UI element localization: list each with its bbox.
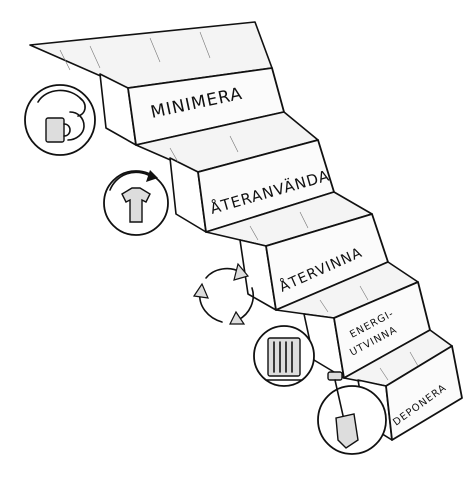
hand-cup-icon <box>24 84 96 156</box>
shovel-icon <box>317 371 387 455</box>
step-atervinna: ÅTERVINNA <box>205 191 389 311</box>
step-minimera: MINIMERA <box>29 21 285 146</box>
step-energiutvinna: ENERGI- UTVINNA <box>275 261 431 379</box>
tshirt-cycle-icon <box>103 170 169 236</box>
recycle-arrows-icon <box>192 262 254 325</box>
radiator-icon <box>253 325 315 387</box>
